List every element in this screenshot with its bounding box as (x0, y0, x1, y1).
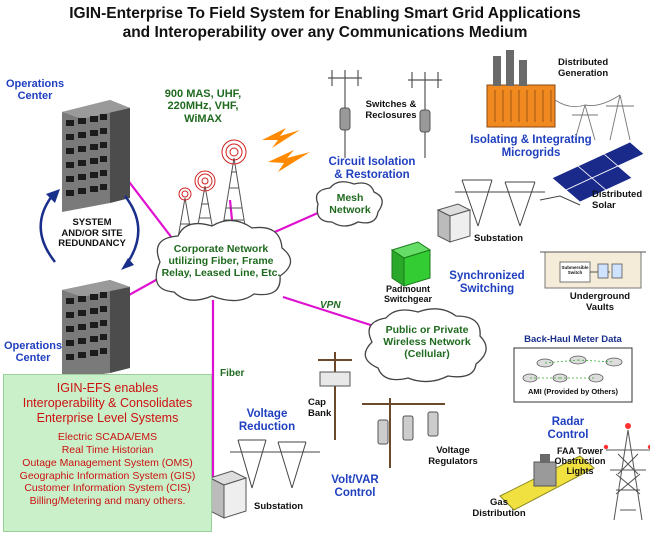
cloud-icon-corporate (155, 219, 292, 302)
fiber-label: Fiber (220, 368, 245, 379)
radar-control-label: Radar Control (547, 416, 589, 441)
radio-signal-icon (178, 139, 247, 201)
substation-icon-bottom (230, 439, 320, 489)
redundancy-label: SYSTEM AND/OR SITE REDUNDANCY (58, 217, 126, 250)
cloud-icon-mesh (315, 181, 383, 227)
padmount-label: Padmount Switchgear (383, 284, 432, 305)
redundancy-arrows (39, 195, 140, 263)
building-icon-top (62, 100, 130, 212)
substation-icon-top (455, 179, 581, 227)
voltage-reduction-label: Voltage Reduction (238, 408, 296, 433)
efs-summary-box: IGIN-EFS enables Interoperability & Cons… (3, 374, 212, 532)
efs-item: Geographic Information System (GIS) (19, 469, 196, 482)
transmission-line-icon (554, 94, 634, 141)
vpn-label: VPN (320, 300, 341, 311)
underground-vaults-label: Underground Vaults (569, 291, 631, 313)
page-title: IGIN-Enterprise To Field System for Enab… (0, 5, 650, 42)
building-icon-bottom (62, 280, 130, 380)
efs-item: Real Time Historian (61, 444, 154, 457)
cap-bank-icon (319, 371, 351, 387)
recloser-icon (339, 107, 351, 131)
switches-label: Switches & Reclosures (365, 99, 417, 121)
ami-panel (513, 347, 633, 403)
distributed-solar-label: Distributed Solar (592, 189, 643, 211)
cloud-icon-wireless (364, 308, 487, 383)
ops-center-bottom-label: Operations Center (4, 340, 63, 365)
substation-top-label: Substation (474, 233, 524, 244)
voltage-regulators-label: Voltage Regulators (428, 445, 478, 467)
generator-icon (486, 50, 556, 128)
efs-item: Customer Information System (CIS) (24, 482, 191, 495)
backhaul-label: Back-Haul Meter Data (524, 334, 622, 345)
substation-bottom-label: Substation (254, 501, 304, 512)
lightning-icon (262, 128, 310, 172)
gas-distribution-label: Gas Distribution (472, 497, 526, 519)
transmission-tower-icon (606, 429, 650, 521)
title-line-2: and Interoperability over any Communicat… (122, 23, 528, 41)
arrow-head-right (121, 258, 134, 270)
cap-bank-label: Cap Bank (308, 397, 332, 419)
utility-pole-icon-capbank (318, 352, 352, 440)
link-mesh (267, 210, 321, 237)
corporate-network-label: Corporate Network utilizing Fiber, Frame… (161, 243, 281, 279)
switchgear-icon (390, 241, 432, 287)
ops-center-top-label: Operations Center (6, 78, 65, 103)
ami-label: AMI (Provided by Others) (527, 387, 618, 396)
recloser-icon (419, 109, 431, 133)
efs-item: Billing/Metering and many others. (29, 495, 186, 508)
obstruction-light-icon (603, 423, 650, 450)
mesh-network-label: Mesh Network (329, 192, 371, 216)
link-vpn (282, 295, 381, 330)
switchgear-box-icon-bottom (208, 470, 248, 519)
submersible-switch-label: Submersible Switch (561, 265, 589, 276)
title-line-1: IGIN-Enterprise To Field System for Enab… (69, 5, 581, 22)
voltvar-label: Volt/VAR Control (331, 474, 379, 499)
voltage-regulator-icon (362, 398, 445, 468)
efs-item: Electric SCADA/EMS (57, 431, 158, 444)
arrow-head-left (46, 189, 60, 203)
efs-item: Outage Management System (OMS) (22, 456, 193, 469)
faa-lights-label: FAA Tower Obstruction Lights (554, 446, 606, 477)
solar-panel-icon (551, 141, 645, 203)
wireless-network-label: Public or Private Wireless Network (Cell… (383, 324, 471, 360)
microgrids-label: Isolating & Integrating Microgrids (470, 134, 592, 159)
radio-bands-label: 900 MAS, UHF, 220MHz, VHF, WiMAX (164, 88, 242, 125)
synchronized-switching-label: Synchronized Switching (449, 270, 525, 295)
gas-pipe-icon (499, 454, 595, 511)
distributed-generation-label: Distributed Generation (558, 57, 609, 79)
vault-icon (540, 251, 646, 289)
efs-heading: IGIN-EFS enables Interoperability & Cons… (22, 381, 193, 425)
switchgear-box-icon (436, 203, 472, 243)
circuit-isolation-label: Circuit Isolation & Restoration (328, 156, 416, 181)
